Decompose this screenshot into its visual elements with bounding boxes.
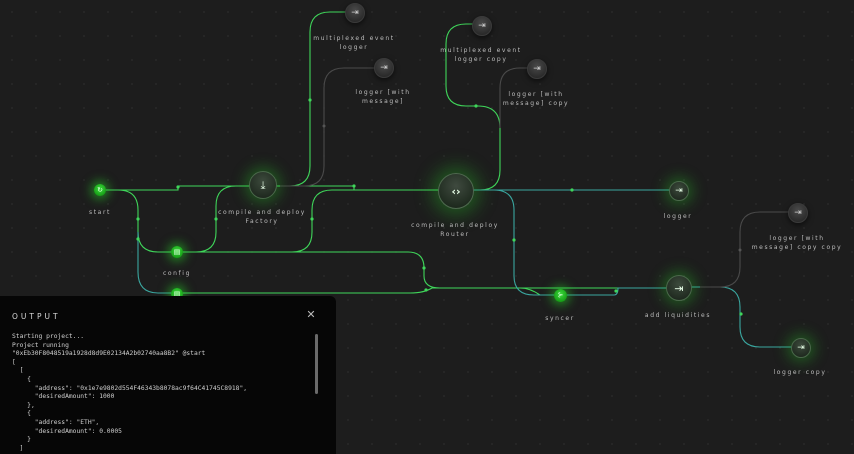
node-multiplexed-logger-label: multiplexed event logger: [313, 35, 395, 51]
node-add-liquidities[interactable]: ⇥: [666, 275, 692, 301]
node-logger-with-message-copy-copy-label: logger [with message] copy copy: [751, 235, 843, 251]
edge-factory-router: [262, 185, 455, 191]
node-logger-with-message-label: logger [with message]: [355, 89, 411, 105]
node-logger-copy[interactable]: ⇥: [791, 338, 811, 358]
node-logger-label: logger: [663, 213, 693, 220]
node-syncer[interactable]: ⊱: [554, 289, 567, 302]
edge-router-multilogger-copy: [445, 23, 501, 191]
node-logger-copy-label: logger copy: [773, 369, 827, 376]
node-logger-with-message-copy[interactable]: ⇥: [527, 59, 547, 79]
close-icon[interactable]: ✕: [306, 308, 316, 321]
database-icon: ▤: [173, 289, 181, 298]
log-in-icon: ⇥: [533, 63, 541, 74]
edge-config-syncer: [177, 251, 560, 296]
node-multiplexed-logger-copy[interactable]: ⇥: [472, 16, 492, 36]
start-icon: ↻: [97, 185, 103, 194]
log-in-icon: ⇥: [797, 342, 805, 353]
edge-router-loggermsg-copy: [499, 67, 536, 128]
output-panel: OUTPUT ✕ Starting project... Project run…: [0, 296, 336, 454]
node-compile-router-label: compile and deploy Router: [411, 222, 499, 238]
edge-config2-addliq: [177, 287, 678, 294]
log-in-icon: ⇥: [478, 20, 486, 31]
sync-icon: ⊱: [557, 291, 564, 299]
edge-syncer-addliq: [560, 287, 678, 296]
download-icon: ⤓: [260, 178, 266, 192]
node-start-label: start: [89, 209, 111, 216]
node-multiplexed-logger-copy-label: multiplexed event logger copy: [440, 47, 522, 63]
edge-factory-loggermsg: [280, 67, 383, 187]
node-logger-with-message-copy-label: logger [with message] copy: [502, 91, 570, 107]
log-in-icon: ⇥: [380, 62, 388, 73]
log-in-icon: ⇥: [675, 185, 683, 196]
edge-start-config2: [137, 232, 177, 294]
node-config-label: config: [163, 270, 191, 277]
node-logger-with-message-copy-copy[interactable]: ⇥: [788, 203, 808, 223]
edge-addliq-loggercopy: [678, 286, 800, 348]
output-log: Starting project... Project running "0xE…: [12, 333, 248, 452]
node-logger[interactable]: ⇥: [669, 181, 689, 201]
database-icon: ▤: [173, 247, 181, 256]
output-title: OUTPUT: [12, 312, 61, 321]
node-compile-router[interactable]: ‹›: [438, 173, 474, 209]
node-logger-with-message[interactable]: ⇥: [374, 58, 394, 78]
edge-config-router: [177, 189, 455, 253]
node-add-liquidities-label: add liquidities: [644, 312, 712, 319]
node-start[interactable]: ↻: [94, 184, 106, 196]
node-config[interactable]: ▤: [171, 246, 183, 258]
node-compile-factory-label: compile and deploy Factory: [218, 209, 306, 225]
edge-router-syncer: [455, 189, 560, 296]
log-in-icon: ⇥: [674, 281, 684, 295]
log-in-icon: ⇥: [351, 7, 359, 18]
edge-start-config: [100, 189, 177, 253]
output-scrollbar[interactable]: [315, 334, 318, 394]
node-syncer-label: syncer: [545, 315, 575, 322]
log-in-icon: ⇥: [794, 207, 802, 218]
node-multiplexed-logger[interactable]: ⇥: [345, 3, 365, 23]
code-icon: ‹›: [451, 184, 461, 198]
node-compile-factory[interactable]: ⤓: [249, 171, 277, 199]
edge-start-factory: [100, 185, 262, 191]
